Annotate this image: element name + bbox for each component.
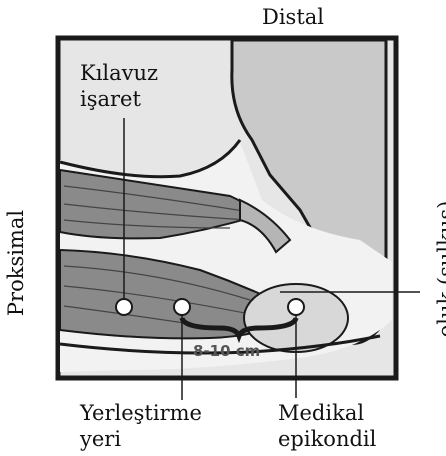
marker-circle-yerlestirme (174, 299, 190, 315)
marker-circle-kilavuz (116, 299, 132, 315)
kilavuz-isaret-label: Kılavuz işaret (80, 60, 158, 112)
marker-circle-medikal (288, 299, 304, 315)
kilavuz-line-2: işaret (80, 86, 158, 112)
kilavuz-line-1: Kılavuz (80, 60, 158, 86)
measure-text: 8-10 cm (193, 342, 260, 360)
